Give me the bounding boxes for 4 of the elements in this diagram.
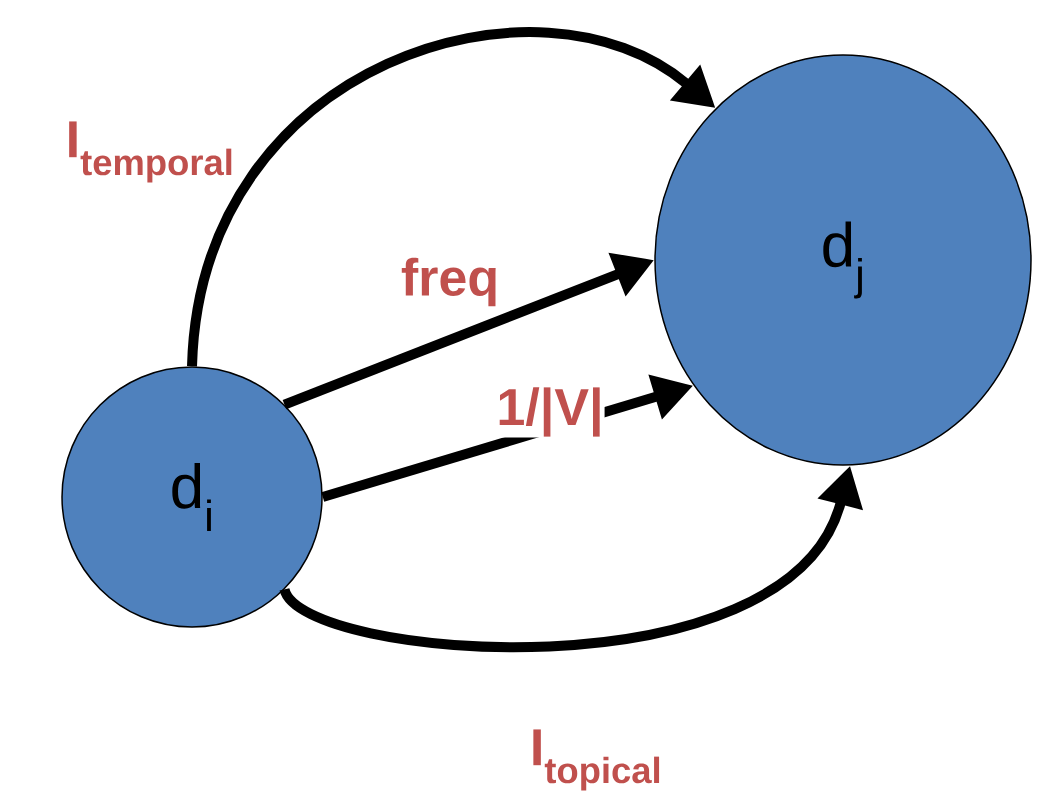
- edge-label: I$_{temporal}$: [64, 120, 236, 184]
- edge-label: 1/|V|: [495, 386, 605, 438]
- edge-label: freq: [399, 256, 501, 308]
- edge-label: I$_{topical}$: [528, 728, 664, 792]
